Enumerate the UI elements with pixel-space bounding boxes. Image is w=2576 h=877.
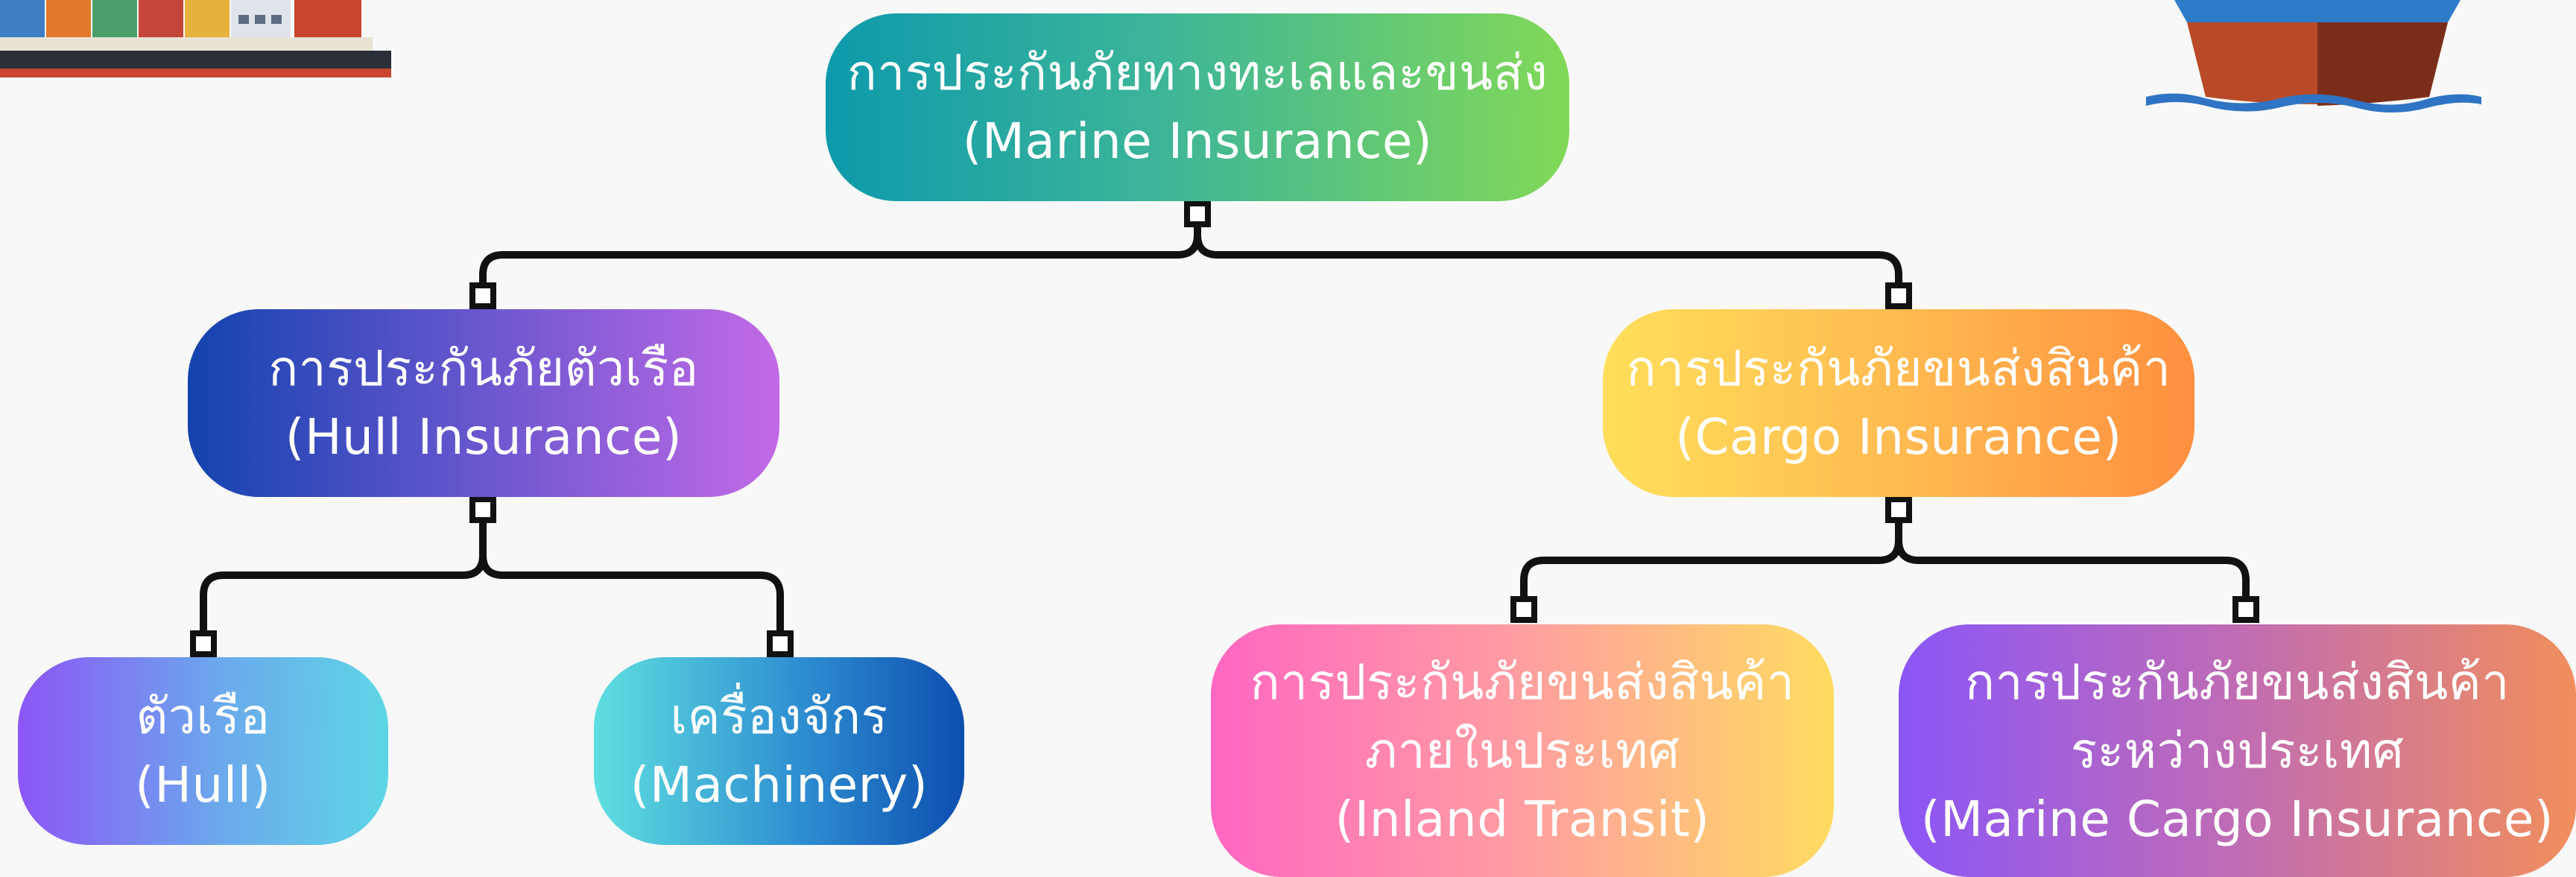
node-label-english: (Marine Insurance) (962, 113, 1433, 170)
node-label-thai: การประกันภัยขนส่งสินค้า (1626, 340, 2171, 397)
node-label-thai: เครื่องจักร (670, 688, 888, 745)
connector-port-hull-bottom (469, 496, 496, 523)
connector-port-hullsub-top (190, 630, 217, 657)
node-inland-transit: การประกันภัยขนส่งสินค้า ภายในประเทศ (Inl… (1211, 624, 1834, 877)
connector-hull-machinery (479, 506, 784, 648)
connector-port-cargo-bottom (1885, 496, 1912, 523)
node-label-english: (Hull) (135, 756, 271, 814)
node-label-thai-sub: ระหว่างประเทศ (2070, 721, 2405, 779)
node-hull-insurance: การประกันภัยตัวเรือ (Hull Insurance) (188, 309, 779, 497)
node-marine-cargo-insurance: การประกันภัยขนส่งสินค้า ระหว่างประเทศ (M… (1899, 624, 2576, 877)
node-label-english: (Machinery) (630, 756, 928, 814)
node-label-thai: การประกันภัยขนส่งสินค้า (1965, 653, 2510, 711)
connector-root-hull (479, 210, 1201, 300)
container-ship-icon (0, 0, 391, 77)
node-machinery: เครื่องจักร (Machinery) (594, 657, 964, 845)
node-label-english: (Hull Insurance) (285, 408, 683, 466)
ship-hull-icon (2146, 0, 2481, 113)
node-label-english: (Marine Cargo Insurance) (1920, 790, 2554, 848)
connector-port-root-bottom (1184, 200, 1211, 227)
node-label-thai: การประกันภัยตัวเรือ (268, 340, 699, 397)
node-label-english: (Inland Transit) (1335, 790, 1710, 848)
connector-hull-hullsub (200, 506, 487, 648)
node-label-thai: ตัวเรือ (136, 688, 270, 745)
connector-port-marinecargo-top (2232, 596, 2259, 623)
node-cargo-insurance: การประกันภัยขนส่งสินค้า (Cargo Insurance… (1603, 309, 2194, 497)
node-label-thai: การประกันภัยขนส่งสินค้า (1250, 653, 1795, 711)
connector-port-inland-top (1510, 596, 1537, 623)
connector-port-hull-top (469, 282, 496, 309)
connector-cargo-inland (1520, 506, 1902, 613)
node-marine-insurance: การประกันภัยทางทะเลและขนส่ง (Marine Insu… (826, 13, 1569, 201)
connector-cargo-marinecargo (1895, 506, 2250, 613)
node-label-english: (Cargo Insurance) (1675, 408, 2122, 466)
node-label-thai-sub: ภายในประเทศ (1364, 721, 1680, 779)
connector-root-cargo (1194, 210, 1902, 300)
connector-port-cargo-top (1885, 282, 1912, 309)
node-label-thai: การประกันภัยทางทะเลและขนส่ง (846, 44, 1548, 101)
node-hull: ตัวเรือ (Hull) (18, 657, 388, 845)
connector-port-machinery-top (767, 630, 794, 657)
